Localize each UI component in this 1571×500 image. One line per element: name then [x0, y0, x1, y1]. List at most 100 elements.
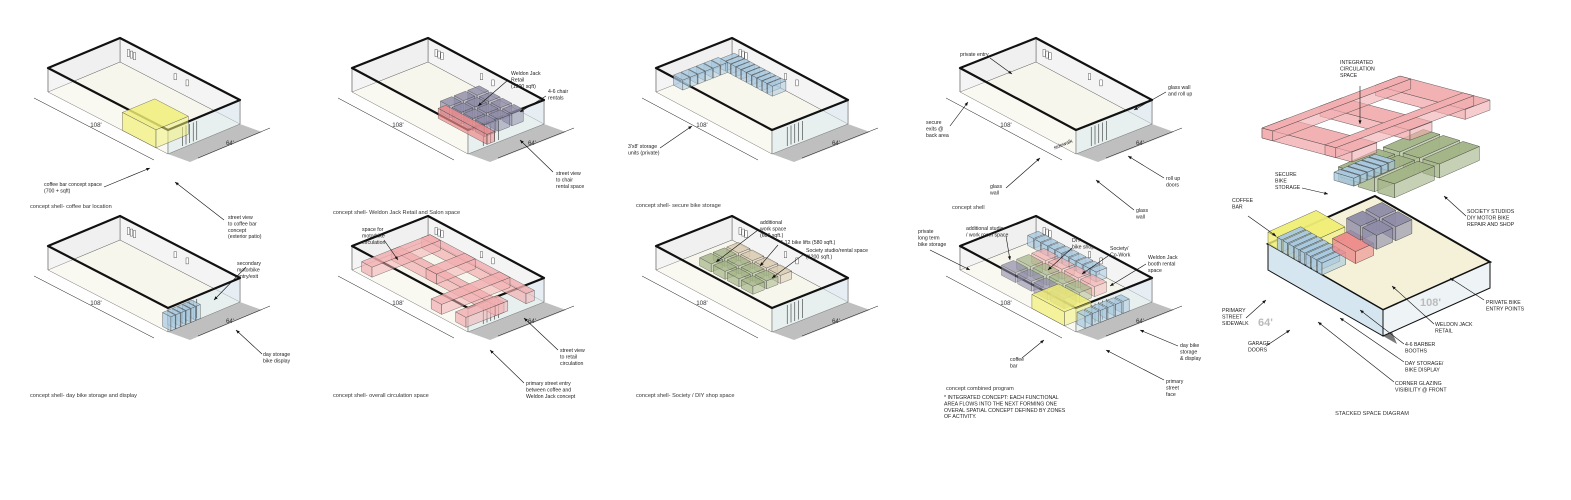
- arrowhead: [1040, 340, 1044, 344]
- dimension-length: 108': [90, 300, 102, 307]
- arrowhead: [772, 274, 776, 278]
- stacked-callout-label: WELDON JACK: [1435, 322, 1473, 328]
- program-block-top: [1080, 274, 1108, 287]
- day-storage-unit-side: [185, 308, 191, 325]
- leader-line: [1247, 215, 1277, 237]
- storage-unit-top: [1055, 245, 1073, 254]
- society-block-top: [754, 257, 779, 269]
- arrowhead: [716, 258, 720, 262]
- leader-line: [1339, 317, 1405, 363]
- integrated-concept-note: * INTEGRATED CONCEPT: EACH FUNCTIONAL: [944, 395, 1059, 401]
- leader-line: [489, 349, 525, 384]
- roof-outline: [46, 214, 242, 310]
- program-block-top: [1048, 271, 1076, 285]
- window: [1087, 73, 1091, 80]
- retail-block-top: [451, 102, 474, 113]
- stacked-callout-label: BOOTHS: [1405, 348, 1427, 354]
- callout-label: & display: [1180, 356, 1201, 362]
- callout-label: Society/: [1110, 246, 1129, 252]
- stacked-day-storage-top: [1282, 229, 1312, 244]
- dimension-line: [641, 97, 759, 161]
- stacked-callout-label: RETAIL: [1435, 328, 1453, 334]
- window: [784, 251, 787, 258]
- stacked-barber-booths: [1332, 229, 1375, 264]
- day-storage-unit-top: [187, 299, 201, 307]
- stacked-callout-label: CORNER GLAZING: [1395, 381, 1442, 387]
- stacked-day-storage-top: [1288, 233, 1318, 247]
- society-block: [740, 275, 765, 295]
- stacked-callout-label: SIDEWALK: [1222, 321, 1249, 327]
- arrowhead: [520, 140, 524, 144]
- arrowhead: [214, 296, 218, 300]
- panel-0: 108'64'concept shell- coffee bar locatio…: [30, 36, 271, 240]
- ground-shadow: [772, 302, 870, 340]
- stacked-secure-storage-top: [1347, 163, 1375, 173]
- day-storage-unit-top: [162, 310, 176, 318]
- dimension-line: [497, 305, 575, 337]
- stacked-society-block-top: [1422, 141, 1480, 165]
- ground-shadow: [168, 124, 262, 162]
- leader-line: [1095, 179, 1135, 211]
- arrowhead: [688, 126, 692, 130]
- arrowhead: [1128, 156, 1132, 160]
- arrowhead: [1007, 256, 1011, 260]
- dimension-line: [1105, 127, 1183, 159]
- callout-label: space: [1148, 268, 1162, 274]
- retail-block-top: [476, 103, 499, 114]
- window: [440, 52, 444, 60]
- dimension-length: 108': [392, 300, 404, 307]
- stacked-callout-label: BAR: [1232, 204, 1243, 210]
- panel-caption: concept combined program: [946, 386, 1014, 392]
- arrowhead: [1318, 322, 1322, 326]
- window: [1087, 251, 1091, 258]
- stacked-callout-label: SECURE: [1275, 172, 1297, 178]
- callout-label: private: [918, 229, 934, 235]
- callout-label: private entry: [960, 52, 989, 58]
- window: [1045, 228, 1049, 237]
- panel-caption: concept shell- Weldon Jack Retail and Sa…: [333, 210, 460, 216]
- dimension-line: [945, 97, 1063, 161]
- window: [129, 228, 133, 237]
- window: [480, 251, 483, 258]
- program-block-top: [1017, 268, 1045, 282]
- storage-unit: [767, 78, 787, 97]
- day-storage-unit-top: [1091, 303, 1107, 311]
- dimension-depth: 64': [832, 318, 840, 325]
- panel-6: 108'64'concept shell- Society / DIY shop…: [636, 214, 879, 399]
- arrowhead: [175, 182, 179, 186]
- dimension-depth: 64': [1136, 140, 1144, 147]
- stacked-dimension-length: 108': [1420, 297, 1441, 309]
- callout-label: (exterior patio): [228, 234, 262, 240]
- base-side-face: [1382, 261, 1491, 337]
- window: [1042, 227, 1046, 235]
- retail-block-top: [474, 114, 497, 125]
- callout-label: rentals: [548, 95, 564, 101]
- window: [437, 228, 441, 237]
- callout-label: DIY: [1072, 238, 1081, 244]
- stacked-callout-label: BIKE DISPLAY: [1405, 367, 1440, 373]
- callout-label: Co-Work: [1110, 252, 1131, 258]
- coffee-bar-block-top: [121, 98, 189, 131]
- dimension-line: [197, 127, 271, 159]
- day-storage-unit-side: [195, 304, 201, 321]
- window: [795, 79, 799, 87]
- retail-block-top: [439, 96, 462, 107]
- retail-block-top: [463, 108, 485, 119]
- leader-line: [659, 125, 693, 149]
- arrowhead: [490, 350, 494, 354]
- window: [185, 79, 189, 87]
- leader-line: [1005, 235, 1011, 261]
- dimension-line: [1105, 305, 1183, 337]
- day-storage-unit-side: [190, 306, 196, 323]
- stacked-secure-storage-top: [1361, 157, 1389, 167]
- dimension-depth: 64': [1136, 318, 1144, 325]
- day-storage-unit-side: [175, 312, 181, 330]
- ground-shadow: [1076, 124, 1174, 162]
- callout-label: Retail: [511, 77, 524, 83]
- circulation-bar-top: [425, 252, 476, 275]
- leader-line: [1081, 255, 1109, 275]
- callout-label: wall: [990, 190, 999, 196]
- stacked-callout-label: DAY STORAGE/: [1405, 361, 1444, 367]
- panel-2: 108'64'concept shell- secure bike storag…: [628, 36, 879, 209]
- panel-caption: concept shell- secure bike storage: [636, 203, 721, 209]
